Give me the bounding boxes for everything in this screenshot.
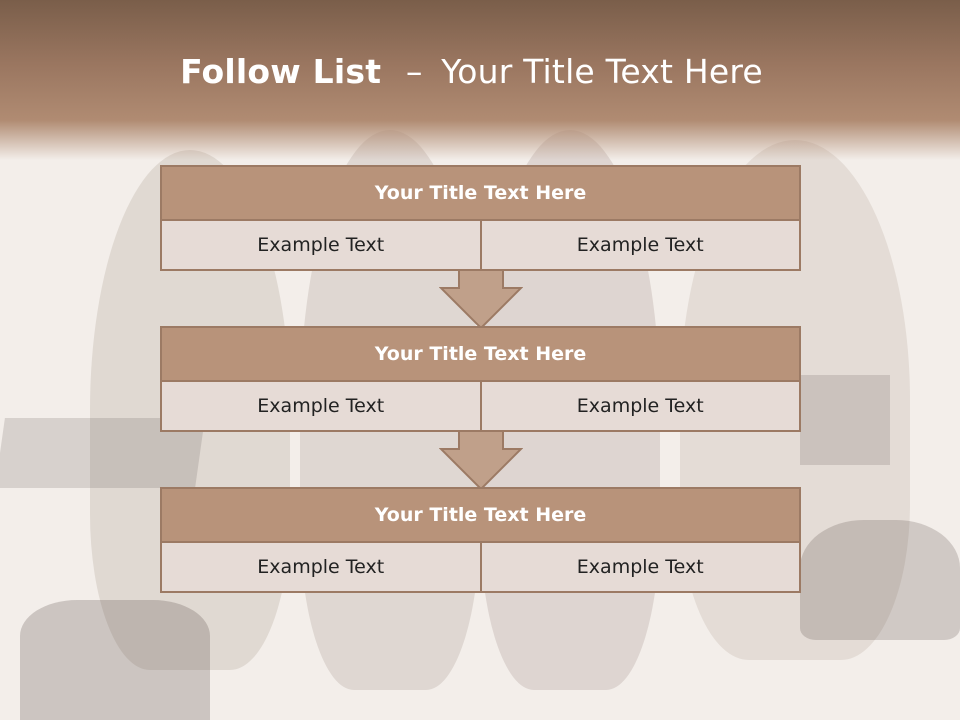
- step-cell-left: Example Text: [160, 543, 482, 593]
- step-cell-left: Example Text: [160, 382, 482, 432]
- down-arrow-icon: [439, 270, 523, 330]
- step-row: Example Text Example Text: [160, 382, 801, 432]
- step-cell-left: Example Text: [160, 221, 482, 271]
- step-block-2: Your Title Text Here Example Text Exampl…: [160, 326, 801, 432]
- step-cell-right: Example Text: [481, 221, 801, 271]
- title-bold-part: Follow List: [180, 52, 382, 91]
- title-dash: –: [405, 52, 423, 91]
- background-boot: [20, 600, 210, 720]
- step-title: Your Title Text Here: [160, 326, 801, 382]
- step-block-3: Your Title Text Here Example Text Exampl…: [160, 487, 801, 593]
- down-arrow-icon: [439, 431, 523, 491]
- slide-title: Follow List – Your Title Text Here: [0, 52, 943, 91]
- header-band: [0, 0, 960, 160]
- step-title: Your Title Text Here: [160, 487, 801, 543]
- background-boot: [800, 520, 960, 640]
- step-block-1: Your Title Text Here Example Text Exampl…: [160, 165, 801, 271]
- step-row: Example Text Example Text: [160, 221, 801, 271]
- step-cell-right: Example Text: [481, 382, 801, 432]
- step-title: Your Title Text Here: [160, 165, 801, 221]
- background-laptop: [800, 375, 890, 465]
- step-row: Example Text Example Text: [160, 543, 801, 593]
- title-rest: Your Title Text Here: [441, 52, 763, 91]
- step-cell-right: Example Text: [481, 543, 801, 593]
